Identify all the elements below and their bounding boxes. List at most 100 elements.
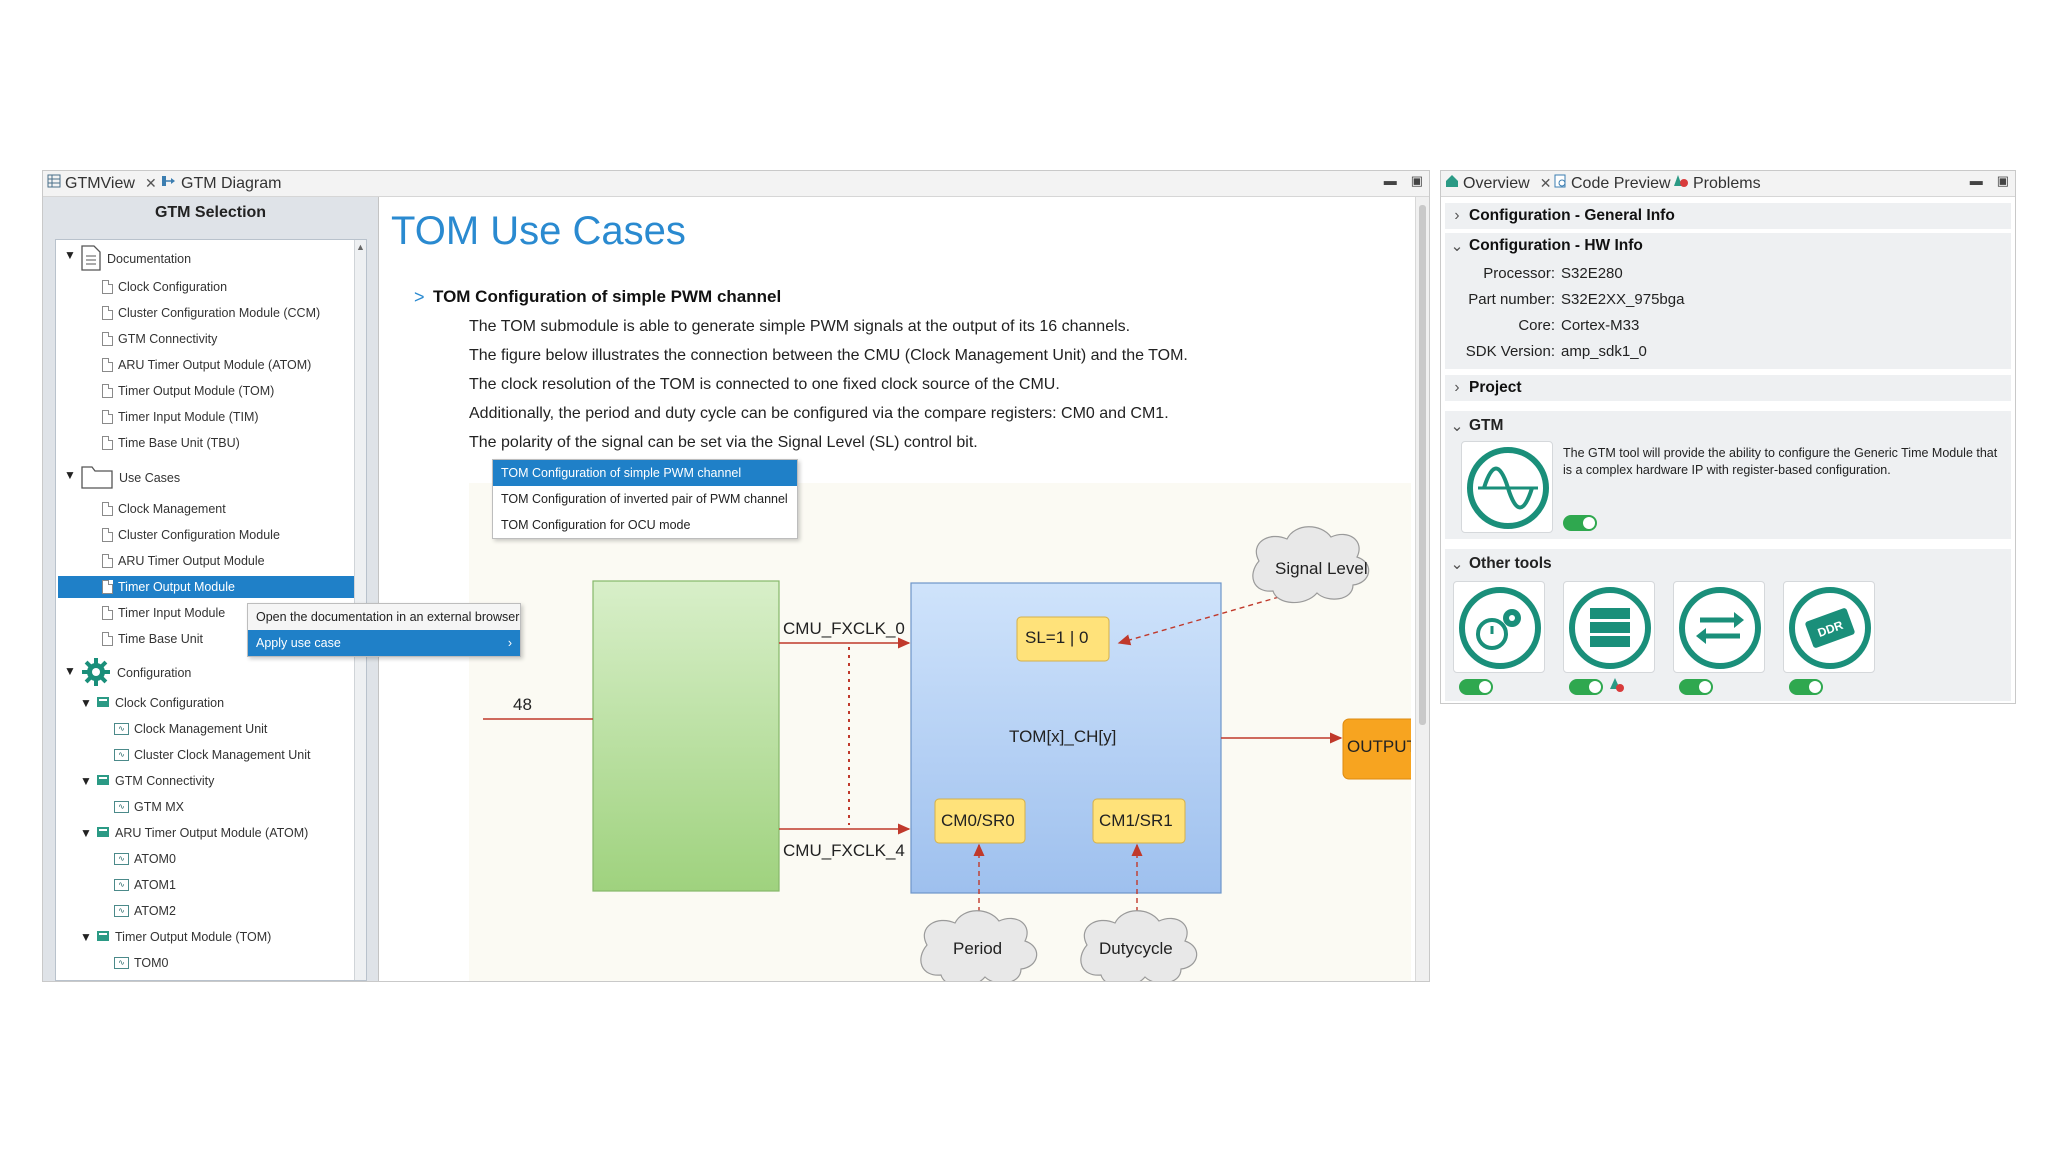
gtm-enable-toggle[interactable] <box>1563 515 1597 531</box>
exchange-tool-card[interactable] <box>1673 581 1765 673</box>
tree-item-doc-atom[interactable]: ARU Timer Output Module (ATOM) <box>102 354 311 376</box>
scroll-thumb[interactable] <box>1419 205 1426 725</box>
section-expand-icon[interactable]: > <box>414 287 425 307</box>
tree-item-documentation[interactable]: Documentation <box>80 244 191 274</box>
close-icon[interactable]: ✕ <box>1539 175 1552 191</box>
waveform-icon: ∿ <box>114 957 129 969</box>
expand-toggle-icon[interactable]: ▼ <box>80 774 92 788</box>
tree-item-cfg-atom0[interactable]: ∿ATOM0 <box>114 848 176 870</box>
tab-overview[interactable]: Overview ✕ <box>1445 174 1551 193</box>
expand-toggle-icon[interactable]: ▼ <box>64 468 76 482</box>
ddr-tool-toggle[interactable] <box>1789 679 1823 695</box>
submenu-item-simple-pwm[interactable]: TOM Configuration of simple PWM channel <box>493 460 797 486</box>
tree-item-cfg-atom[interactable]: ARU Timer Output Module (ATOM) <box>96 822 308 844</box>
period-label: Period <box>953 939 1003 958</box>
tree-item-label: ATOM2 <box>134 904 176 918</box>
document-icon <box>80 244 102 274</box>
module-icon <box>96 696 110 711</box>
tree-item-label: Clock Configuration <box>118 280 228 294</box>
section-hw-info[interactable]: ⌄Configuration - HW Info <box>1445 233 2011 259</box>
expand-toggle-icon[interactable]: ▼ <box>64 664 76 678</box>
tab-gtm-diagram[interactable]: GTM Diagram <box>161 174 281 193</box>
gtm-selection-panel: GTM Selection ▲ ▼ Documentation Clock Co… <box>43 197 379 981</box>
tab-problems[interactable]: Problems <box>1673 174 1761 193</box>
section-project[interactable]: ›Project <box>1445 375 2011 401</box>
tree-item-uc-clock-management[interactable]: Clock Management <box>102 498 226 520</box>
tree-item-doc-gtm-connectivity[interactable]: GTM Connectivity <box>102 328 217 350</box>
tree-item-cfg-tom[interactable]: Timer Output Module (TOM) <box>96 926 271 948</box>
ddr-chip-icon: DDR <box>1789 587 1871 669</box>
paragraph: The polarity of the signal can be set vi… <box>469 434 978 451</box>
maximize-icon[interactable]: ▣ <box>1410 173 1423 188</box>
paragraph: Additionally, the period and duty cycle … <box>469 405 1169 422</box>
tree-item-label: ATOM0 <box>134 852 176 866</box>
tree-item-uc-tom[interactable]: Timer Output Module <box>58 576 354 598</box>
menu-item-apply-use-case[interactable]: Apply use case › <box>248 630 520 656</box>
stack-tool-toggle[interactable] <box>1569 679 1603 695</box>
diagram-connectors <box>483 526 1411 981</box>
tree-item-doc-clock-configuration[interactable]: Clock Configuration <box>102 276 227 298</box>
scroll-up-icon[interactable]: ▲ <box>356 242 365 252</box>
clock-tool-card[interactable] <box>1453 581 1545 673</box>
clock-tool-toggle[interactable] <box>1459 679 1493 695</box>
section-general-info[interactable]: ›Configuration - General Info <box>1445 203 2011 229</box>
tree-item-use-cases[interactable]: Use Cases <box>80 462 180 494</box>
tab-gtmview[interactable]: GTMView ✕ <box>47 174 157 193</box>
page-icon <box>102 436 113 450</box>
ddr-tool-card[interactable]: DDR <box>1783 581 1875 673</box>
hw-value: S32E2XX_975bga <box>1561 291 1685 308</box>
paragraph: The figure below illustrates the connect… <box>469 347 1188 364</box>
tree-item-cfg-gtm-connectivity[interactable]: GTM Connectivity <box>96 770 214 792</box>
expand-toggle-icon[interactable]: ▼ <box>80 696 92 710</box>
tree-item-doc-tbu[interactable]: Time Base Unit (TBU) <box>102 432 240 454</box>
tree-item-label: Clock Configuration <box>115 696 225 710</box>
page-icon <box>102 554 113 568</box>
page-icon <box>102 528 113 542</box>
signal-level-cloud <box>1252 526 1370 604</box>
gtm-tool-card[interactable] <box>1461 441 1553 533</box>
tree-item-label: Timer Output Module (TOM) <box>115 930 272 944</box>
apply-use-case-submenu: TOM Configuration of simple PWM channel … <box>492 459 798 539</box>
tree-item-label: Cluster Configuration Module (CCM) <box>118 306 321 320</box>
expand-toggle-icon[interactable]: ▼ <box>80 826 92 840</box>
page-title: TOM Use Cases <box>391 209 686 253</box>
tree-item-doc-ccm[interactable]: Cluster Configuration Module (CCM) <box>102 302 320 324</box>
gtm-selection-title: GTM Selection <box>154 204 267 221</box>
submenu-item-ocu-mode[interactable]: TOM Configuration for OCU mode <box>501 518 691 532</box>
exchange-tool-toggle[interactable] <box>1679 679 1713 695</box>
chevron-down-icon: ⌄ <box>1450 237 1464 255</box>
minimize-icon[interactable]: ▬ <box>1969 173 1983 188</box>
tree-item-doc-tim[interactable]: Timer Input Module (TIM) <box>102 406 259 428</box>
hw-info-body: Processor:S32E280 Part number:S32E2XX_97… <box>1445 259 2011 369</box>
stack-tool-card[interactable] <box>1563 581 1655 673</box>
section-gtm[interactable]: ⌄GTM <box>1445 413 1504 439</box>
tree-item-cfg-ccmu[interactable]: ∿Cluster Clock Management Unit <box>114 744 310 766</box>
tree-item-label: Timer Input Module <box>118 606 226 620</box>
dutycycle-label: Dutycycle <box>1099 939 1173 958</box>
close-icon[interactable]: ✕ <box>144 175 157 191</box>
tree-item-uc-tim[interactable]: Timer Input Module <box>102 602 225 624</box>
tree-item-cfg-cmu[interactable]: ∿Clock Management Unit <box>114 718 267 740</box>
expand-toggle-icon[interactable]: ▼ <box>80 930 92 944</box>
maximize-icon[interactable]: ▣ <box>1996 173 2009 188</box>
content-scrollbar[interactable] <box>1415 197 1429 981</box>
menu-item-open-docs[interactable]: Open the documentation in an external br… <box>256 610 520 624</box>
tree-item-cfg-atom1[interactable]: ∿ATOM1 <box>114 874 176 896</box>
tree-item-uc-ccm[interactable]: Cluster Configuration Module <box>102 524 280 546</box>
submenu-item-inverted-pwm[interactable]: TOM Configuration of inverted pair of PW… <box>501 492 788 506</box>
minimize-icon[interactable]: ▬ <box>1383 173 1397 188</box>
hw-key: Core: <box>1518 317 1555 334</box>
tree-item-doc-tom[interactable]: Timer Output Module (TOM) <box>102 380 274 402</box>
tree-item-label: Timer Output Module <box>118 580 235 594</box>
expand-toggle-icon[interactable]: ▼ <box>64 248 76 262</box>
tree-item-configuration[interactable]: Configuration <box>80 656 191 690</box>
tree-item-uc-atom[interactable]: ARU Timer Output Module <box>102 550 265 572</box>
cmu-fxclk-4-label: CMU_FXCLK_4 <box>783 841 905 860</box>
tree-item-cfg-atom2[interactable]: ∿ATOM2 <box>114 900 176 922</box>
tree-item-uc-tbu[interactable]: Time Base Unit <box>102 628 203 650</box>
tree-item-cfg-gtm-mx[interactable]: ∿GTM MX <box>114 796 184 818</box>
tab-code-preview[interactable]: Code Preview <box>1553 174 1671 193</box>
tree-item-cfg-tom0[interactable]: ∿TOM0 <box>114 952 169 974</box>
section-other-tools[interactable]: ⌄Other tools <box>1445 551 1552 577</box>
tree-item-cfg-clock-configuration[interactable]: Clock Configuration <box>96 692 224 714</box>
